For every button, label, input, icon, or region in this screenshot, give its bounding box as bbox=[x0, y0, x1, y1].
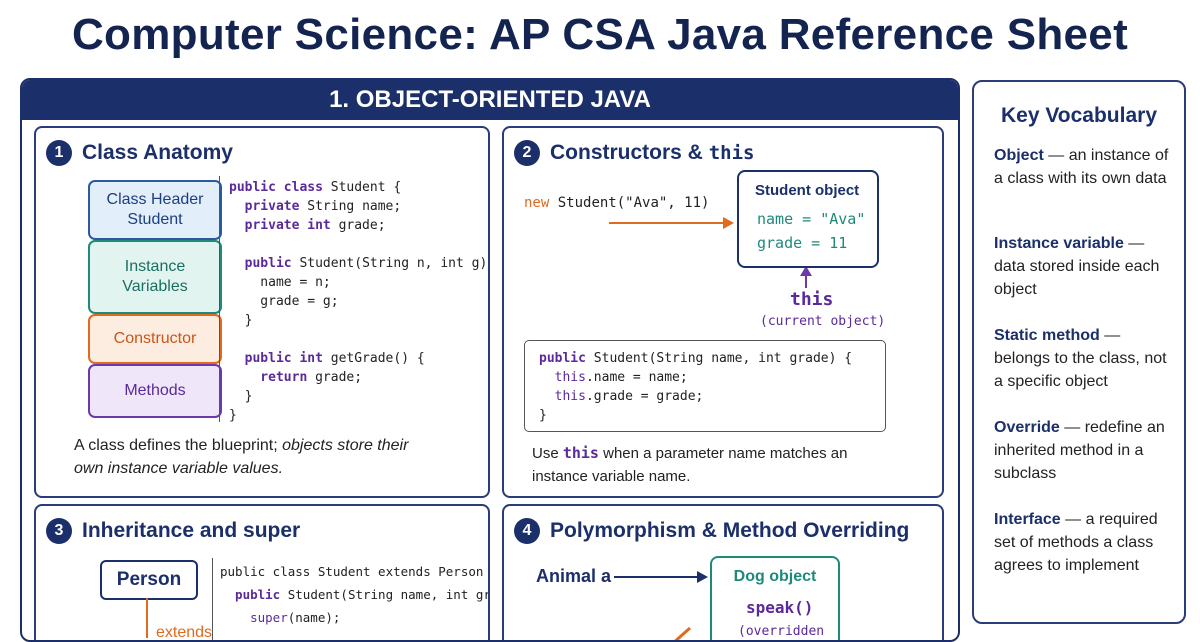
code-line: private String name; bbox=[229, 199, 402, 214]
object-field-grade: grade = 11 bbox=[757, 234, 848, 252]
class-anatomy-caption: A class defines the blueprint; objects s… bbox=[74, 437, 409, 477]
code-line: private int grade; bbox=[229, 218, 386, 233]
step-number-badge: 2 bbox=[514, 140, 540, 166]
code-line: public int getGrade() { bbox=[229, 351, 425, 366]
this-label: this bbox=[790, 289, 834, 310]
panel-polymorphism: 4 Polymorphism & Method Overriding Animal… bbox=[502, 504, 944, 640]
extends-label: extends bbox=[156, 624, 213, 641]
panel-title-code: this bbox=[708, 142, 755, 164]
inheritance-code: public class Student extends Person { pu… bbox=[220, 560, 490, 629]
panel-inheritance: 3 Inheritance and super Person extends pu… bbox=[34, 504, 490, 641]
vocab-title: Key Vocabulary bbox=[1000, 104, 1157, 127]
this-note: (current object) bbox=[760, 314, 886, 329]
constructor-code: public Student(String name, int grade) {… bbox=[539, 349, 852, 425]
page-title: Computer Science: AP CSA Java Reference … bbox=[71, 10, 1129, 59]
student-object-box: Student object name = "Ava" grade = 11 bbox=[737, 170, 879, 268]
class-header-label: Class Header bbox=[106, 191, 204, 208]
code-line: public Student(String n, int g) { bbox=[229, 256, 490, 271]
code-line: public Student(String name, int grade) { bbox=[220, 587, 488, 602]
panel-title-text: Class Anatomy bbox=[82, 141, 233, 164]
student-class-code: public class Student { private String na… bbox=[229, 178, 490, 425]
extends-line bbox=[146, 598, 148, 638]
vocab-item-static-method: Static method — belongs to the class, no… bbox=[994, 327, 1167, 390]
code-divider bbox=[212, 558, 213, 640]
section-header: 1. OBJECT-ORIENTED JAVA bbox=[22, 80, 958, 120]
arrow-to-object bbox=[609, 217, 812, 288]
code-line: this.name = name; bbox=[539, 370, 688, 385]
panel-title-inheritance: 3 Inheritance and super bbox=[46, 518, 300, 544]
panel-title-text: Inheritance and super bbox=[82, 519, 301, 542]
dog-object-title: Dog object bbox=[733, 568, 817, 585]
panel-title-text: Polymorphism & Method Overriding bbox=[550, 519, 910, 542]
reference-label: Animal a bbox=[536, 566, 612, 586]
code-line: } bbox=[229, 408, 237, 423]
object-title: Student object bbox=[755, 182, 860, 199]
methods-box: Methods bbox=[88, 364, 222, 418]
constructor-label: Constructor bbox=[113, 330, 197, 347]
vocab-item-instance-variable: Instance variable — data stored inside e… bbox=[994, 235, 1160, 298]
constructor-call-code: new Student("Ava", 11) bbox=[524, 195, 710, 211]
step-number-badge: 3 bbox=[46, 518, 72, 544]
class-header-box: Class Header Student bbox=[88, 180, 222, 240]
code-line: return grade; bbox=[229, 370, 363, 385]
constructor-box: Constructor bbox=[88, 314, 222, 364]
object-field-name: name = "Ava" bbox=[757, 210, 866, 228]
step-number-badge: 1 bbox=[46, 140, 72, 166]
panel-title-polymorphism: 4 Polymorphism & Method Overriding bbox=[514, 518, 909, 544]
dog-object-box: Dog object speak() (overridden bbox=[710, 556, 840, 640]
panel-constructors-this: 2 Constructors & this new Student("Ava", … bbox=[502, 126, 944, 498]
code-line: } bbox=[229, 313, 253, 328]
code-line: } bbox=[539, 408, 547, 423]
step-number-badge: 4 bbox=[514, 518, 540, 544]
code-line: name = n; bbox=[229, 275, 331, 290]
code-line: } bbox=[229, 389, 253, 404]
section-object-oriented-java: 1. OBJECT-ORIENTED JAVA 1 Class Anatomy C… bbox=[20, 78, 960, 642]
methods-label: Methods bbox=[124, 382, 186, 399]
code-line: this.grade = grade; bbox=[539, 389, 704, 404]
constructor-code-box: public Student(String name, int grade) {… bbox=[524, 340, 886, 432]
panel-title-text: Constructors & bbox=[550, 141, 709, 164]
instance-variables-box: Instance Variables bbox=[88, 240, 222, 314]
instance-variables-label-1: Instance bbox=[124, 258, 186, 275]
key-vocabulary-panel: Key Vocabulary Object — an instance of a… bbox=[972, 80, 1186, 624]
panel-class-anatomy: 1 Class Anatomy Class Header Student Inst… bbox=[34, 126, 490, 498]
code-divider bbox=[219, 176, 220, 422]
dog-overridden-note: (overridden bbox=[738, 624, 825, 639]
code-line: grade = g; bbox=[229, 294, 339, 309]
vocab-item-interface: Interface — a required set of methods a … bbox=[994, 511, 1158, 574]
vocab-item-object: Object — an instance of a class with its… bbox=[994, 147, 1169, 187]
code-line: public class Student extends Person { bbox=[220, 564, 490, 579]
instance-variables-label-2: Variables bbox=[122, 278, 188, 295]
constructor-caption: Use this when a parameter name matches a… bbox=[532, 444, 848, 485]
vocab-item-override: Override — redefine an inherited method … bbox=[994, 419, 1165, 482]
panel-title-class-anatomy: 1 Class Anatomy bbox=[46, 140, 233, 166]
class-header-name: Student bbox=[127, 211, 183, 228]
code-line: public class Student { bbox=[229, 180, 402, 195]
code-line: super(name); bbox=[220, 610, 341, 625]
panel-title-constructors: 2 Constructors & this bbox=[514, 140, 754, 166]
dog-speak-method: speak() bbox=[746, 598, 814, 617]
person-box: Person bbox=[100, 560, 198, 600]
code-line: public Student(String name, int grade) { bbox=[539, 351, 853, 366]
